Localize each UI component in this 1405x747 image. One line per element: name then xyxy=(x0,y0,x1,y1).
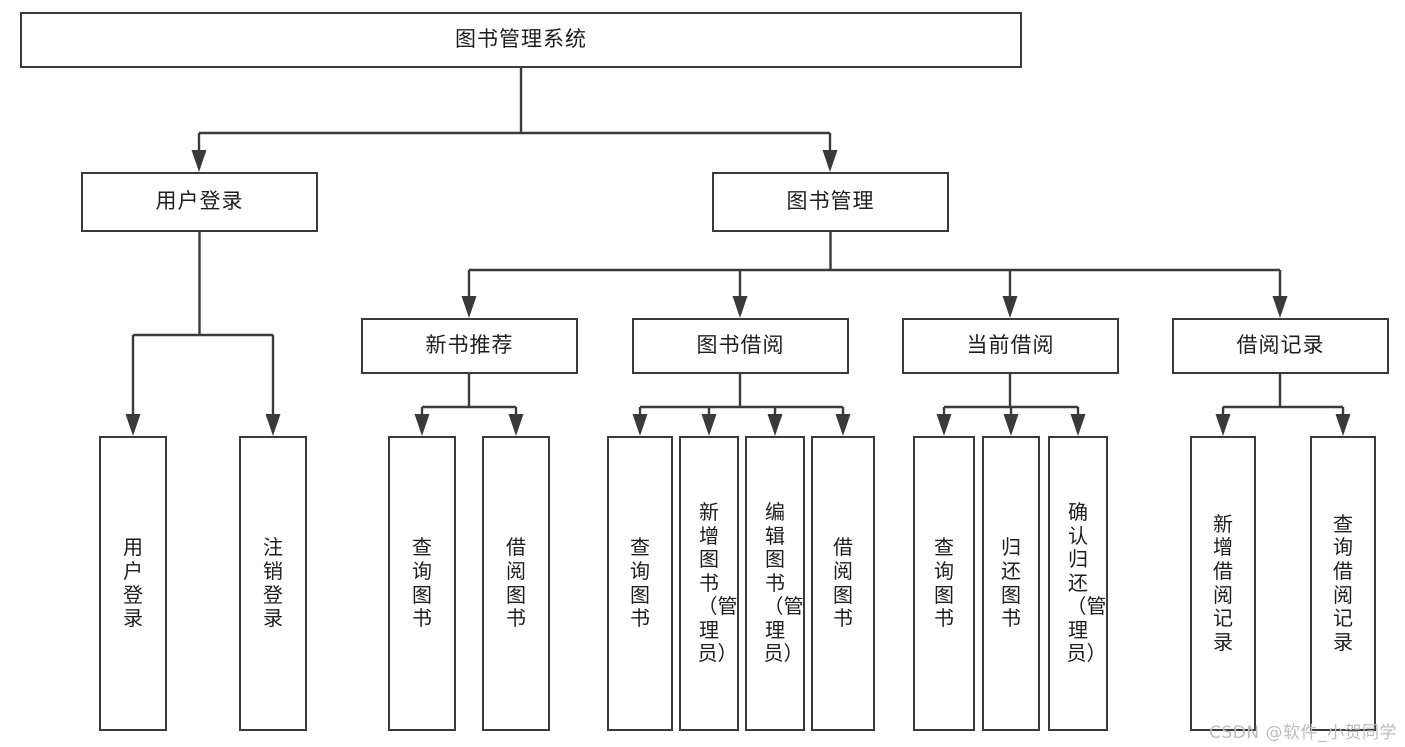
node-leaf-query-book-2-label: 查询图书 xyxy=(630,535,650,631)
node-user-login-label: 用户登录 xyxy=(155,189,244,214)
node-leaf-query-book-3[interactable]: 查询图书 xyxy=(913,436,975,731)
node-leaf-query-book-1-label: 查询图书 xyxy=(412,535,432,631)
node-leaf-return-book[interactable]: 归还图书 xyxy=(982,436,1040,731)
node-book-management[interactable]: 图书管理 xyxy=(712,172,949,232)
node-leaf-confirm-return[interactable]: 确认归还（管理员） xyxy=(1048,436,1108,731)
node-leaf-edit-book-label: 编辑图书（管理员） xyxy=(763,499,804,666)
node-borrow-record[interactable]: 借阅记录 xyxy=(1172,318,1389,374)
node-leaf-query-book-2[interactable]: 查询图书 xyxy=(607,436,673,731)
node-book-management-label: 图书管理 xyxy=(786,189,875,214)
node-leaf-borrow-book-1-label: 借阅图书 xyxy=(506,535,526,631)
node-leaf-add-book-label: 新增图书（管理员） xyxy=(697,499,738,666)
node-leaf-edit-book[interactable]: 编辑图书（管理员） xyxy=(745,436,805,731)
node-book-borrow-label: 图书借阅 xyxy=(696,333,785,358)
node-book-borrow[interactable]: 图书借阅 xyxy=(632,318,849,374)
node-leaf-user-logout-label: 注销登录 xyxy=(263,535,283,631)
node-leaf-return-book-label: 归还图书 xyxy=(1001,535,1021,631)
node-new-book-recommend-label: 新书推荐 xyxy=(425,333,514,358)
node-current-borrow-label: 当前借阅 xyxy=(966,333,1055,358)
node-current-borrow[interactable]: 当前借阅 xyxy=(902,318,1119,374)
node-root[interactable]: 图书管理系统 xyxy=(20,12,1022,68)
node-borrow-record-label: 借阅记录 xyxy=(1236,333,1325,358)
node-leaf-user-logout[interactable]: 注销登录 xyxy=(239,436,307,731)
node-leaf-query-book-1[interactable]: 查询图书 xyxy=(388,436,456,731)
node-leaf-add-borrow-record[interactable]: 新增借阅记录 xyxy=(1190,436,1256,731)
node-leaf-query-borrow-record[interactable]: 查询借阅记录 xyxy=(1310,436,1376,731)
node-leaf-borrow-book-1[interactable]: 借阅图书 xyxy=(482,436,550,731)
node-leaf-borrow-book-2[interactable]: 借阅图书 xyxy=(811,436,875,731)
node-new-book-recommend[interactable]: 新书推荐 xyxy=(361,318,578,374)
node-leaf-borrow-book-2-label: 借阅图书 xyxy=(833,535,853,631)
node-root-label: 图书管理系统 xyxy=(455,27,587,52)
node-leaf-query-borrow-record-label: 查询借阅记录 xyxy=(1333,511,1353,654)
node-leaf-confirm-return-label: 确认归还（管理员） xyxy=(1066,499,1107,666)
node-leaf-add-borrow-record-label: 新增借阅记录 xyxy=(1213,511,1233,654)
node-user-login[interactable]: 用户登录 xyxy=(81,172,318,232)
node-leaf-user-login[interactable]: 用户登录 xyxy=(99,436,167,731)
watermark: CSDN @软件_小贺同学 xyxy=(1209,723,1397,743)
node-leaf-user-login-label: 用户登录 xyxy=(123,535,143,631)
node-leaf-query-book-3-label: 查询图书 xyxy=(934,535,954,631)
node-leaf-add-book[interactable]: 新增图书（管理员） xyxy=(679,436,739,731)
